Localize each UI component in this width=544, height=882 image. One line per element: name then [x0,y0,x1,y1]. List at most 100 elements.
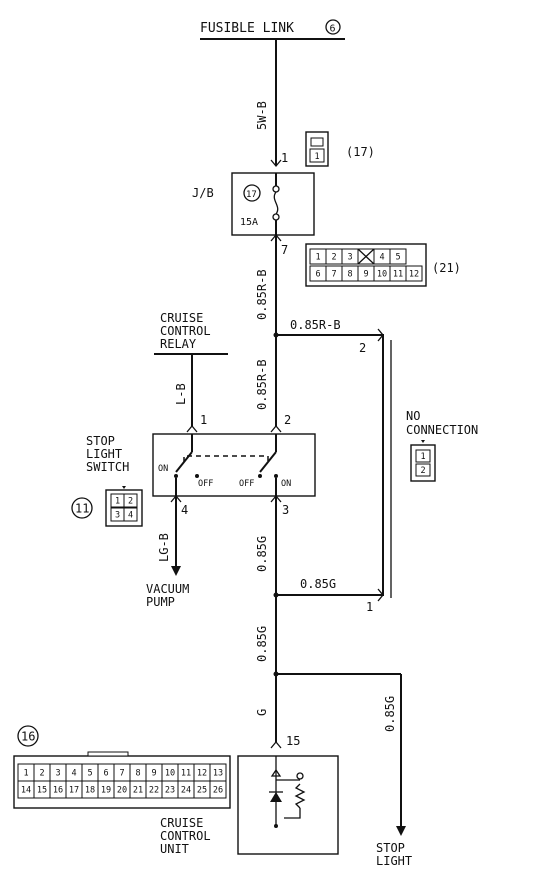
fuse-number: 17 [246,190,257,200]
switch-left-contact-on [174,474,178,478]
connector-16-pin-label: 6 [103,769,108,779]
stop-light-label-1: STOP [376,841,405,855]
stop-switch-label-3: SWITCH [86,460,129,474]
connector-21-pin-label: 2 [331,253,336,263]
wire-label-branch-bottom: 0.85G [300,577,336,591]
no-connection-label-1: NO [406,409,420,423]
nc-connector-housing [410,444,436,482]
ccu-pin-arrow [270,740,282,749]
diagram-title: FUSIBLE LINK [200,21,294,36]
connector-21-pin-label: 1 [315,253,320,263]
wire-label-jb-out: 0.85R-B [255,269,269,320]
connector-21-cell [389,248,407,265]
connector-11-pin-2: 2 [128,497,133,507]
nc-connector-cell-2 [415,463,431,477]
connector-17-tag: (17) [346,145,375,159]
connector-17-tab [310,137,324,147]
connector-21-pin-label: 8 [347,270,352,280]
connector-16-pin-label: 15 [37,786,47,796]
fuse-terminal-top [272,185,280,193]
connector-21-pin-label: 7 [331,270,336,280]
ccu-resistor-icon [294,783,306,809]
connector-16-pin-label: 24 [181,786,191,796]
connector-21-pin-label: 6 [315,270,320,280]
splice-bottom [273,671,279,677]
wire-label-g: G [255,709,269,716]
switch-pos-on-right: ON [281,479,291,489]
no-connection-connector: 1 2 [410,440,436,482]
connector-11-tag: 11 [75,502,89,516]
connector-16-pin-label: 12 [197,769,207,779]
wire-label-switch-out: 0.85G [255,536,269,572]
connector-17-housing [305,131,329,167]
connector-21-blank-cross [357,248,375,265]
switch-pos-on-left: ON [158,464,168,474]
wire-no-connection-loop [377,334,384,596]
vacuum-pump-arrow-icon [171,566,181,576]
connector-16-pin-label: 25 [197,786,207,796]
junction-block-outline [231,172,315,236]
connector-16-pin-label: 11 [181,769,191,779]
connector-16-pin-label: 18 [85,786,95,796]
nc-pin-2: 2 [359,341,366,355]
connector-16-pin-label: 4 [71,769,76,779]
connector-11-pin-3: 3 [115,511,120,521]
wire-label-lg-b: LG-B [157,533,171,562]
stop-switch-label-1: STOP [86,434,115,448]
connector-16-pin-label: 7 [119,769,124,779]
connector-16-pin-label: 3 [55,769,60,779]
connector-16: 16 [13,725,231,809]
connector-16-pin-label: 8 [135,769,140,779]
switch-pin-3: 3 [282,503,289,517]
ccu-contact-icon [296,772,304,780]
ccu-diode-icon [270,792,282,802]
nc-connector-pin-2: 2 [420,466,425,476]
junction-block: J/B 17 15A [192,172,315,236]
connector-16-key [87,751,129,757]
nc-connector-key [421,440,425,443]
connector-16-pin-label: 19 [101,786,111,796]
connector-16-pin-label: 13 [213,769,223,779]
switch-pin-1-arrow [186,424,198,433]
nc-connector-pin-1: 1 [420,452,425,462]
stop-light-switch: ON OFF OFF ON [152,433,316,497]
vacuum-pump-label-1: VACUUM [146,582,189,596]
connector-21-tag: (21) [432,261,461,275]
stop-light-arrow-icon [396,826,406,836]
nc-connector-cell-1 [415,449,431,463]
connector-11-cell-2 [123,493,138,508]
ccu-label-1: CRUISE [160,816,203,830]
switch-pin-2-arrow [270,424,282,433]
wire-label-to-switch: 0.85R-B [255,359,269,410]
connector-21-pin-label: 10 [377,270,387,280]
connector-16-pin-label: 22 [149,786,159,796]
fusible-link-number: 6 [330,24,336,35]
ccu-pin-15: 15 [286,734,300,748]
connector-16-pin-label: 17 [69,786,79,796]
stop-switch-label-2: LIGHT [86,447,122,461]
connector-11: 11 1 2 3 4 [71,486,143,527]
connector-21-pin-label: 12 [409,270,419,280]
ccu-label-3: UNIT [160,842,189,856]
ccu-outline [237,755,339,855]
vacuum-pump-label-2: PUMP [146,595,175,609]
connector-11-pin-4: 4 [128,511,133,521]
connector-16-pin-label: 23 [165,786,175,796]
connector-11-cell-4 [123,507,138,522]
fuse-terminal-bottom [272,213,280,221]
jb-pin-1: 1 [281,151,288,165]
connector-16-pin-label: 1 [23,769,28,779]
wire-label-l-b: L-B [174,383,188,405]
splice-top [273,332,279,338]
wire-label-stop-light: 0.85G [383,696,397,732]
connector-16-tag-circle [17,725,39,747]
connector-21-pin-label: 3 [347,253,352,263]
connector-21-pin-label: 5 [395,253,400,263]
connector-21-housing [305,243,427,287]
connector-16-pin-label: 9 [151,769,156,779]
fusible-link-number-circle [325,19,341,35]
fuse-amperage: 15A [240,217,258,228]
